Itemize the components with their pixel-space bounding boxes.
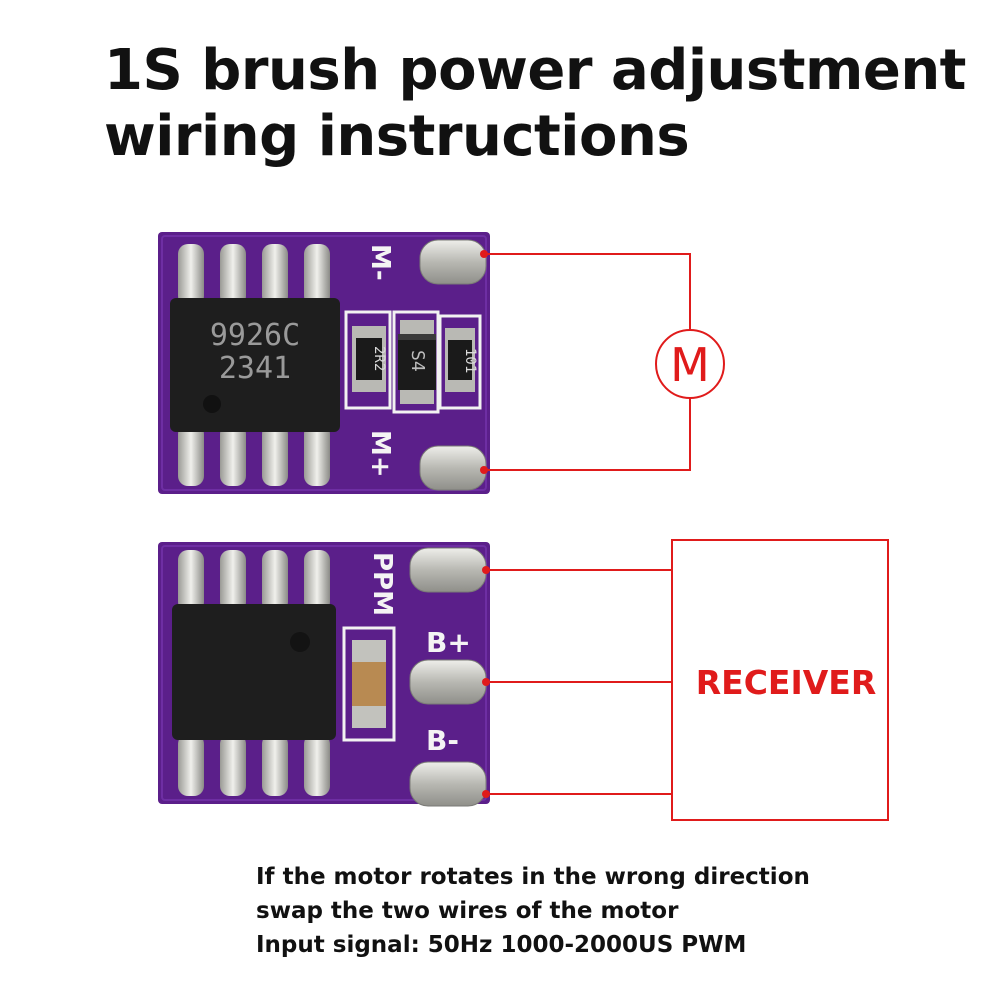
wire-dot-m-minus bbox=[480, 250, 488, 258]
resistor-101: 101 bbox=[445, 328, 478, 392]
note-line-1: If the motor rotates in the wrong direct… bbox=[256, 864, 810, 890]
note-line-3: Input signal: 50Hz 1000-2000US PWM bbox=[256, 932, 747, 958]
motor-wire-positive bbox=[484, 398, 691, 471]
controller-chip-pin1-dot bbox=[290, 632, 310, 652]
receiver-box: RECEIVER bbox=[671, 539, 889, 821]
top-chip-pins-upper bbox=[178, 244, 330, 306]
bottom-pcb-board: PPM B+ B- bbox=[158, 542, 490, 807]
diode-s4-label: S4 bbox=[407, 350, 428, 372]
pad-label-m-plus: M+ bbox=[365, 430, 395, 478]
top-chip-pins-lower bbox=[178, 424, 330, 486]
motor-symbol-label: M bbox=[670, 338, 710, 392]
chip-pin1-dot bbox=[203, 395, 221, 413]
diode-s4: S4 bbox=[398, 320, 436, 404]
note-line-2: swap the two wires of the motor bbox=[256, 898, 679, 924]
pad-ppm bbox=[409, 547, 487, 593]
motor-symbol: M bbox=[655, 329, 725, 399]
top-pcb-board: 9926C 2341 2R2 S4 101 M- M+ bbox=[158, 232, 490, 494]
receiver-label: RECEIVER bbox=[696, 663, 877, 702]
controller-chip bbox=[172, 604, 336, 740]
pad-b-minus bbox=[409, 761, 487, 807]
bottom-chip-pins-lower bbox=[178, 734, 330, 796]
pad-label-ppm: PPM bbox=[367, 552, 397, 616]
instruction-notes: If the motor rotates in the wrong direct… bbox=[256, 860, 810, 962]
receiver-wiring bbox=[482, 566, 672, 798]
chip-marking-2: 2341 bbox=[219, 351, 291, 386]
pad-m-plus bbox=[419, 445, 487, 491]
chip-marking-1: 9926C bbox=[210, 318, 300, 353]
resistor-101-label: 101 bbox=[462, 348, 478, 373]
pad-m-minus bbox=[419, 239, 487, 285]
title-line-2: wiring instructions bbox=[104, 104, 690, 169]
bottom-chip-pins-upper bbox=[178, 550, 330, 612]
capacitor bbox=[342, 626, 396, 742]
motor-wire-negative bbox=[484, 253, 691, 330]
resistor-2r2: 2R2 bbox=[352, 326, 387, 392]
resistor-2r2-label: 2R2 bbox=[371, 346, 387, 371]
title-line-1: 1S brush power adjustment bbox=[104, 38, 966, 103]
pad-b-plus bbox=[409, 659, 487, 705]
pad-label-m-minus: M- bbox=[365, 244, 395, 281]
pad-label-b-plus: B+ bbox=[426, 626, 471, 659]
wire-dot-m-plus bbox=[480, 466, 488, 474]
page-title: 1S brush power adjustment wiring instruc… bbox=[104, 38, 966, 170]
motor-wiring bbox=[480, 250, 691, 474]
pad-label-b-minus: B- bbox=[426, 724, 459, 757]
